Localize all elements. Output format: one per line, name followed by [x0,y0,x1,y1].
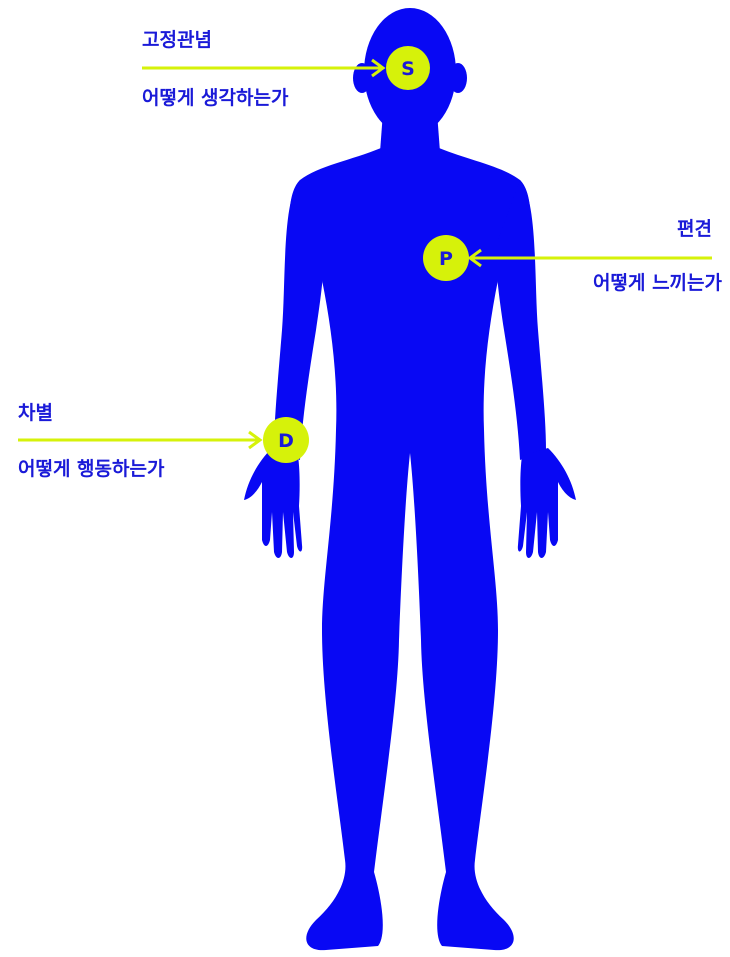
body-silhouette [244,8,576,950]
marker-s: S [386,46,430,90]
d-subtitle: 어떻게 행동하는가 [18,458,164,480]
torso-and-legs [290,148,531,950]
marker-p-letter: P [439,248,453,270]
marker-d: D [263,417,309,463]
marker-s-letter: S [401,58,415,80]
d-title: 차별 [18,402,53,424]
left-hand [244,448,302,558]
marker-p: P [423,235,469,281]
right-ear [449,63,467,93]
marker-d-letter: D [278,430,294,452]
s-subtitle: 어떻게 생각하는가 [142,87,288,109]
p-title: 편견 [677,218,712,240]
s-title: 고정관념 [142,29,212,51]
neck [380,112,440,152]
p-subtitle: 어떻게 느끼는가 [593,272,722,294]
right-hand [518,448,576,558]
